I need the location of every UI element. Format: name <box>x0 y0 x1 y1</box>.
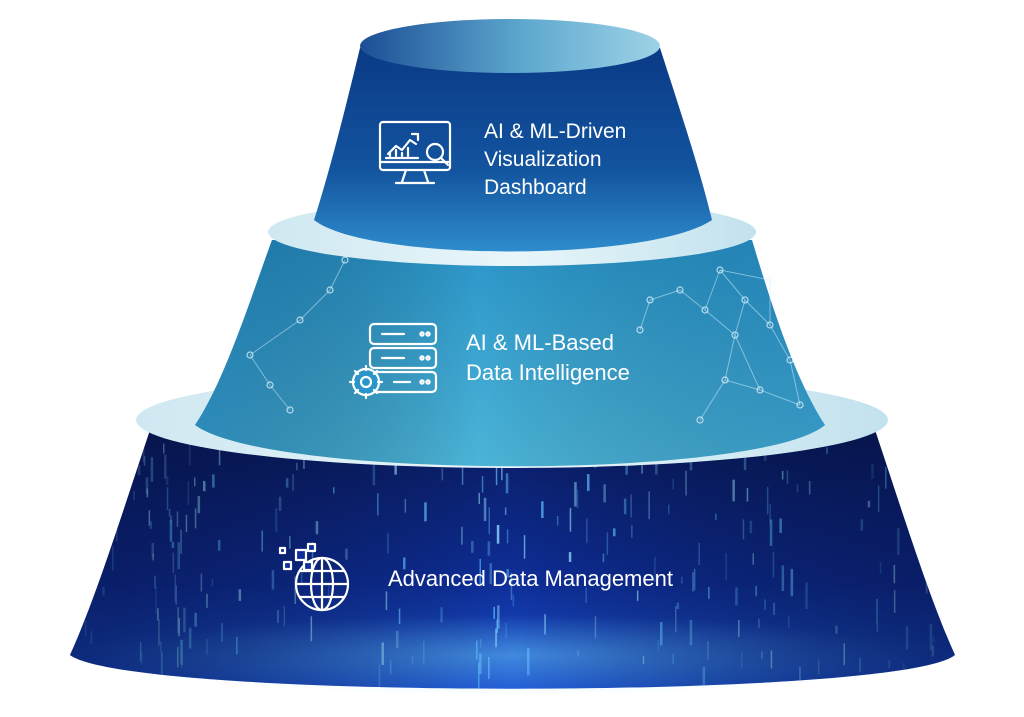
tier-top-rim <box>360 19 660 73</box>
server-gear-icon <box>348 322 438 400</box>
tier-top-label-line-2: Visualization <box>484 148 602 171</box>
tier-middle-label-line-1: AI & ML-Based <box>466 330 614 355</box>
tier-middle-label-line-2: Data Intelligence <box>466 360 630 385</box>
monitor-analytics-icon <box>378 120 452 185</box>
tier-middle <box>195 198 825 467</box>
tier-top-label-line-1: AI & ML-Driven <box>484 120 626 143</box>
tier-top <box>314 19 712 252</box>
globe-data-icon <box>278 542 350 612</box>
tier-top-label-line-3: Dashboard <box>484 176 587 199</box>
tier-bottom-label: Advanced Data Management <box>388 566 673 591</box>
network-nodes-pattern <box>246 256 804 424</box>
tier-top-body <box>314 48 712 252</box>
